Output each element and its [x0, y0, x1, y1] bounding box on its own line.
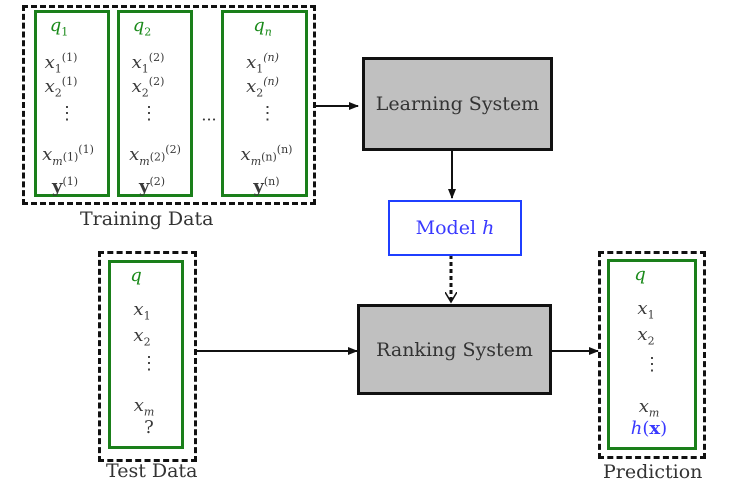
- label-y: y(n): [253, 175, 280, 197]
- feature-x1: x1(n): [246, 51, 279, 76]
- query-label: q: [130, 265, 142, 286]
- feature-x2: x2: [133, 325, 151, 349]
- feature-x1: x1(2): [131, 51, 165, 76]
- vertical-dots: ⋮: [643, 354, 661, 375]
- training-column-1: q1 x1(1) x2(1) ⋮ xm(1)(1) y(1): [34, 10, 110, 197]
- query-label: qn: [253, 15, 272, 39]
- training-column-n: qn x1(n) x2(n) ⋮ xm(n)(n) y(n): [221, 10, 308, 197]
- query-label: q1: [49, 15, 69, 39]
- column-ellipsis: ···: [201, 110, 217, 129]
- feature-xm: xm(2)(2): [129, 143, 181, 168]
- feature-x1: x1(1): [44, 51, 78, 76]
- feature-xm: xm: [638, 396, 660, 420]
- learning-system-label: Learning System: [375, 93, 540, 115]
- feature-x2: x2(1): [44, 75, 78, 100]
- label-y: y(1): [51, 175, 79, 197]
- model-symbol: h: [482, 217, 495, 239]
- model-box: Model h: [388, 200, 522, 256]
- test-data-label: Test Data: [106, 460, 198, 482]
- feature-x1: x1: [133, 299, 151, 323]
- prediction-group: [598, 251, 706, 459]
- unknown-label: ?: [144, 417, 154, 438]
- query-label: q2: [132, 15, 152, 39]
- feature-x2: x2(2): [131, 75, 165, 100]
- feature-xm: xm(1)(1): [42, 143, 94, 168]
- feature-xm: xm(n)(n): [240, 143, 293, 168]
- prediction-output: h(x): [630, 418, 668, 439]
- feature-x2: x2: [637, 324, 655, 348]
- learning-system-box: Learning System: [362, 57, 553, 151]
- prediction-label: Prediction: [603, 461, 703, 483]
- label-y: y(2): [138, 175, 166, 197]
- feature-x2: x2(n): [246, 75, 279, 100]
- vertical-dots: ⋮: [258, 103, 277, 124]
- ranking-system-label: Ranking System: [376, 338, 533, 361]
- vertical-dots: ⋮: [140, 353, 158, 374]
- feature-xm: xm: [133, 395, 155, 419]
- query-label: q: [634, 264, 646, 285]
- vertical-dots: ⋮: [58, 103, 76, 124]
- model-label: Model: [415, 217, 477, 239]
- prediction-column: q x1 x2 ⋮ xm h(x): [607, 259, 697, 450]
- feature-x1: x1: [637, 298, 655, 322]
- training-column-2: q2 x1(2) x2(2) ⋮ xm(2)(2) y(2): [117, 10, 193, 197]
- vertical-dots: ⋮: [140, 103, 158, 124]
- test-query-column: q x1 x2 ⋮ xm ?: [108, 260, 184, 449]
- test-data-group: [98, 251, 197, 462]
- training-data-label: Training Data: [80, 208, 214, 230]
- training-data-group: [22, 5, 316, 205]
- ranking-system-box: Ranking System: [357, 304, 552, 395]
